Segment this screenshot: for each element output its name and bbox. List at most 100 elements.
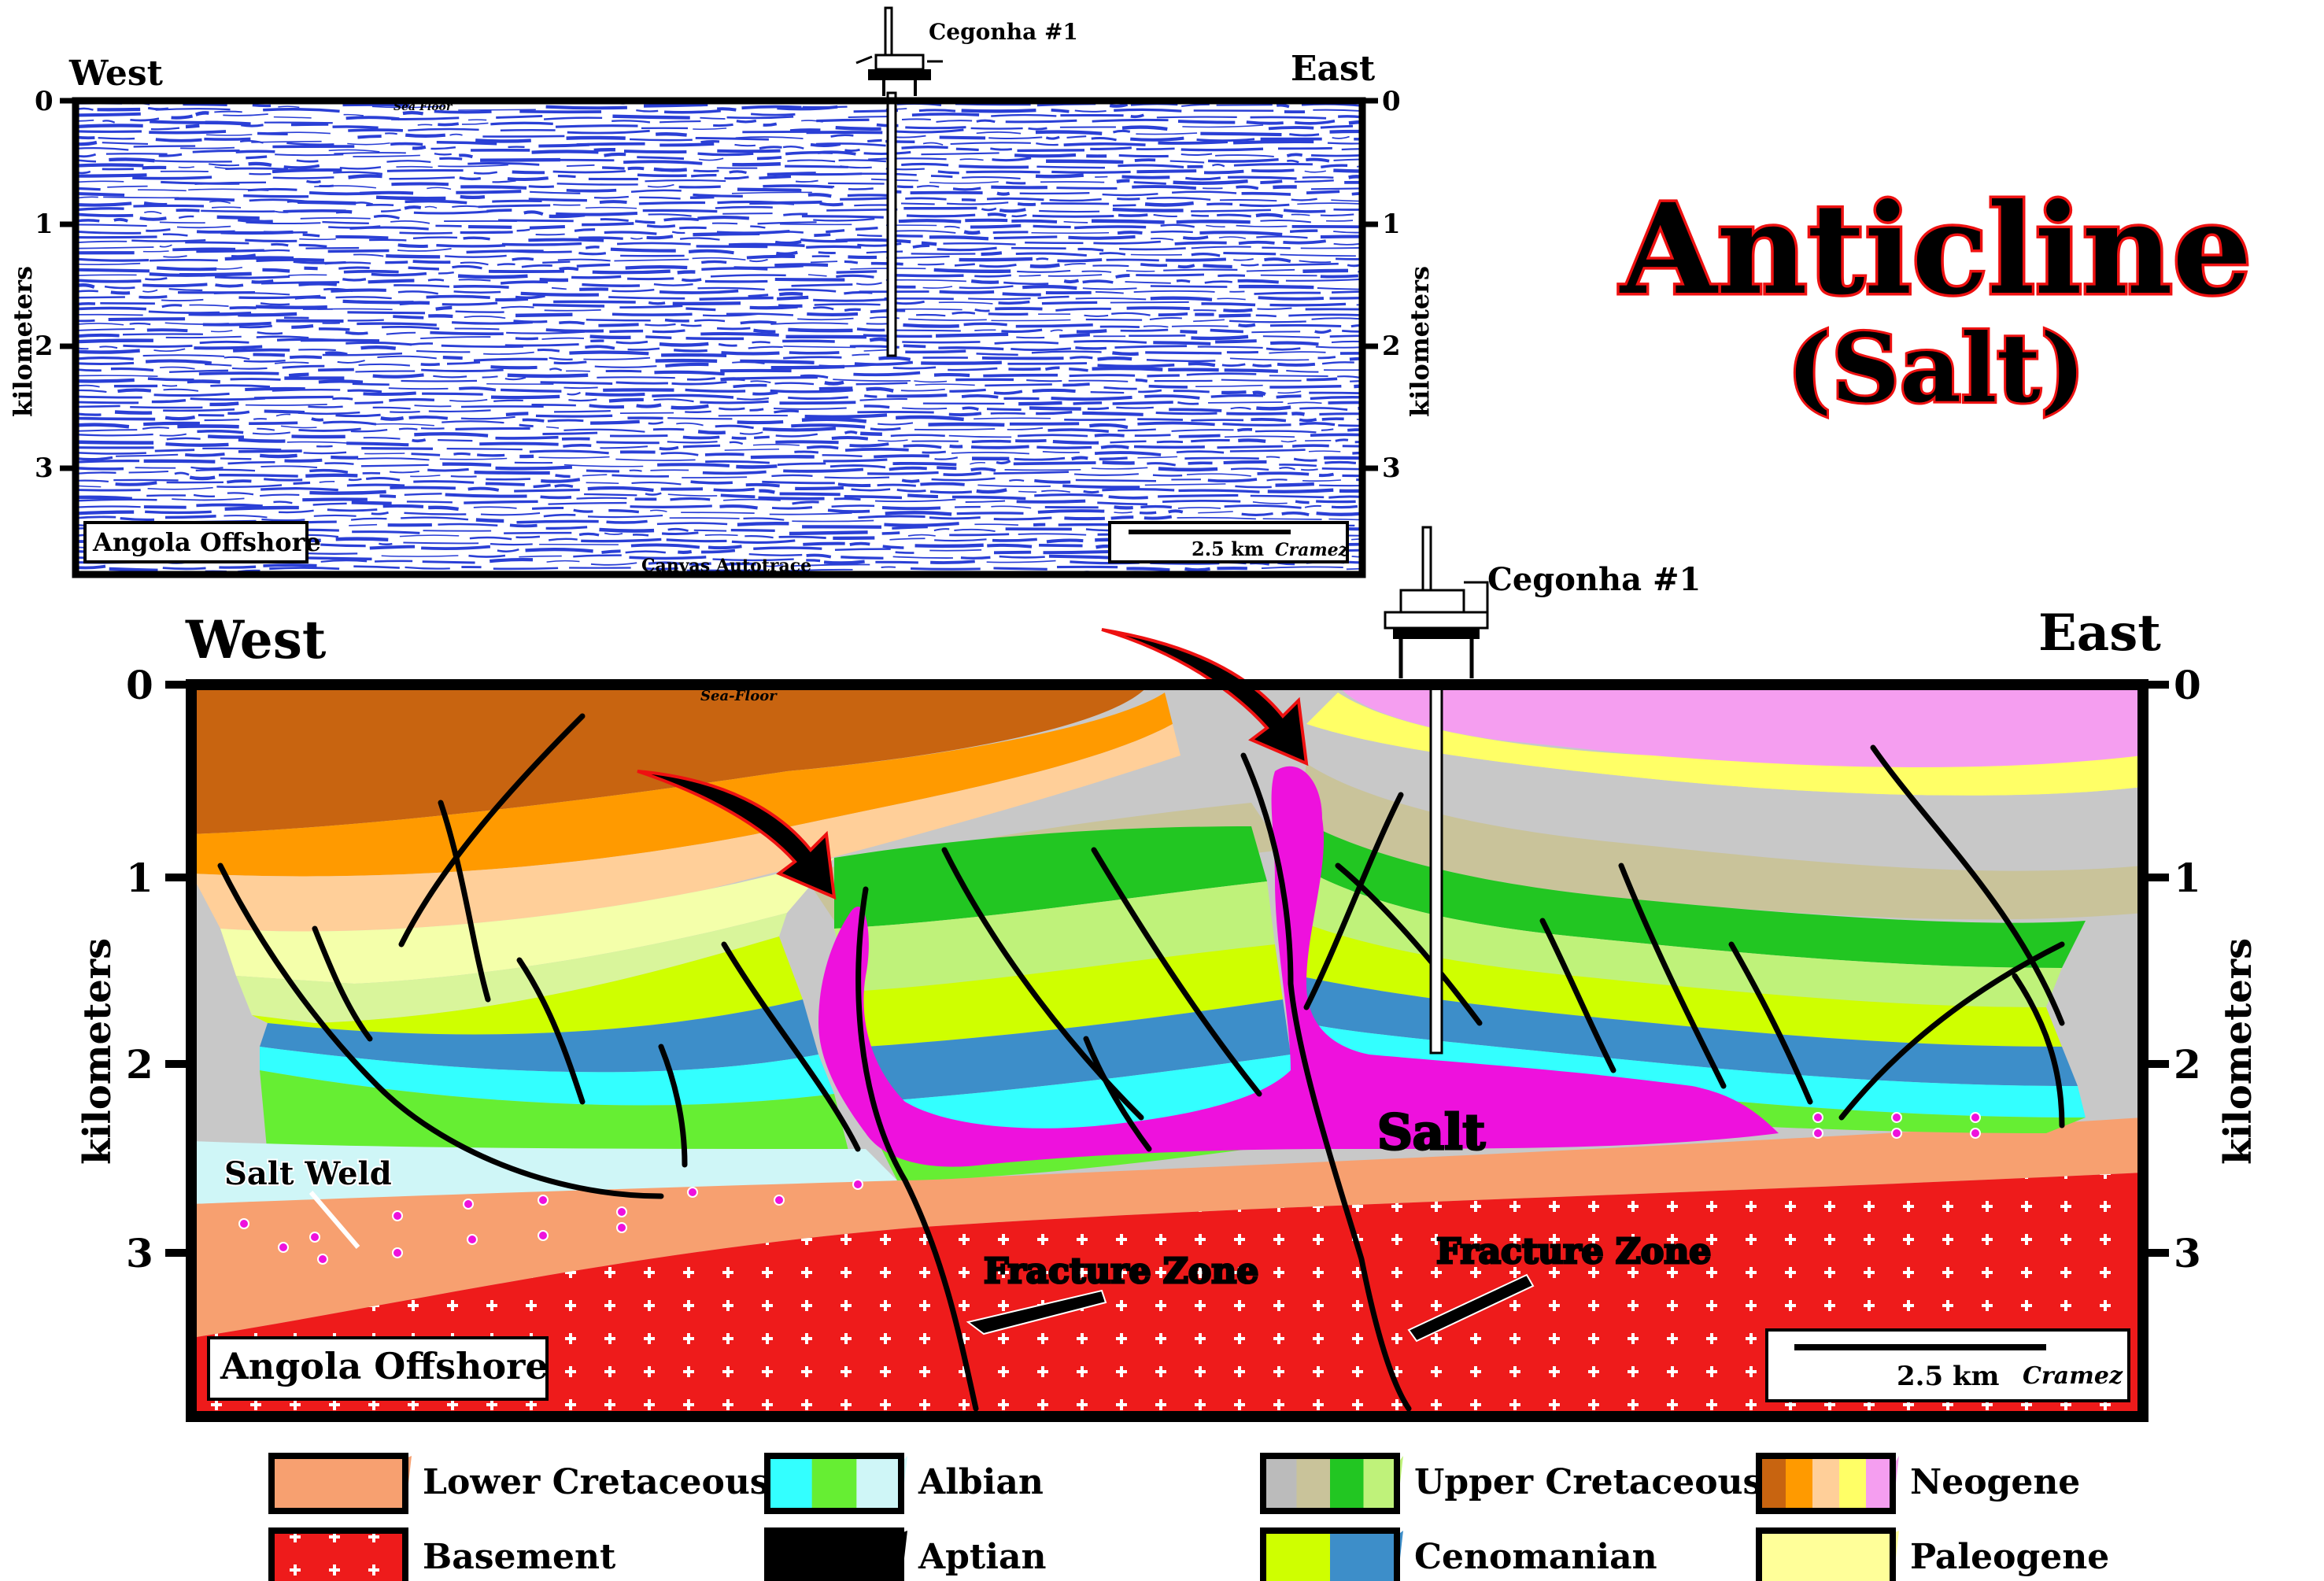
seismic-reflector [669, 517, 740, 519]
seismic-reflector [968, 297, 1031, 301]
seismic-reflector [1069, 374, 1136, 378]
seismic-reflector [569, 350, 649, 356]
seismic-reflector [704, 534, 738, 537]
seismic-reflector [76, 338, 153, 344]
seismic-reflector [196, 249, 264, 253]
seismic-reflector [1184, 456, 1259, 460]
seismic-reflector [647, 183, 674, 188]
seismic-reflector [951, 311, 976, 315]
seismic-reflector [458, 109, 536, 111]
seismic-reflector [1238, 240, 1275, 246]
seismic-reflector [681, 512, 755, 514]
seismic-reflector [858, 515, 926, 519]
seismic-reflector [1071, 456, 1088, 461]
seismic-reflector [412, 145, 427, 150]
seismic-reflector [1238, 323, 1256, 328]
seismic-reflector [358, 363, 410, 367]
seismic-reflector [264, 121, 333, 124]
section-well-label: Cegonha #1 [1487, 561, 1701, 598]
seismic-reflector [833, 497, 861, 501]
seismic-reflector [405, 133, 446, 138]
seismic-reflector [230, 378, 281, 381]
seismic-reflector [343, 113, 364, 116]
seismic-reflector [1036, 411, 1073, 416]
seismic-reflector [1207, 158, 1279, 163]
seismic-reflector [76, 257, 150, 262]
seismic-reflector [1097, 356, 1132, 361]
seismic-reflector [427, 279, 445, 282]
seismic-reflector [144, 211, 162, 215]
seismic-reflector [1005, 119, 1077, 124]
seismic-reflector [420, 336, 491, 340]
seismic-reflector [1269, 375, 1328, 378]
seismic-reflector [461, 122, 489, 125]
seismic-reflector [731, 191, 812, 194]
seismic-reflector [546, 426, 560, 429]
seismic-reflector [719, 407, 745, 411]
seismic-reflector [556, 183, 638, 186]
seismic-reflector [76, 268, 150, 273]
seismic-reflector [990, 147, 1013, 151]
seismic-reflector [110, 367, 154, 372]
seismic-reflector [346, 441, 409, 447]
seismic-reflector [943, 242, 1016, 246]
seismic-reflector [302, 556, 372, 561]
legend-swatch [1759, 1456, 1786, 1511]
seismic-reflector [615, 381, 668, 385]
seismic-reflector [1111, 312, 1151, 316]
seismic-reflector [1136, 147, 1175, 150]
seismic-reflector [722, 562, 756, 567]
seismic-reflector [840, 197, 892, 201]
seismic-reflector [1261, 566, 1343, 570]
seismic-reflector [347, 319, 384, 322]
seismic-reflector [263, 108, 340, 113]
seismic-reflector [142, 289, 158, 293]
seismic-reflector [1264, 257, 1291, 263]
seismic-reflector [775, 440, 839, 445]
seismic-axis-label-left: kilometers [8, 266, 38, 417]
seismic-reflector [775, 433, 818, 438]
seismic-reflector [1280, 440, 1297, 443]
seismic-reflector [777, 105, 838, 111]
seismic-reflector [540, 381, 613, 385]
seismic-reflector [938, 301, 993, 305]
legend-swatch [767, 1456, 813, 1511]
seismic-reflector [547, 419, 584, 423]
section-axis-label-left: kilometers [76, 938, 120, 1165]
seismic-reflector [563, 444, 592, 448]
seismic-reflector [76, 471, 116, 475]
seismic-reflector [501, 242, 582, 246]
arrow-fracture-2 [1407, 1273, 1535, 1343]
seismic-reflector [759, 175, 792, 180]
seismic-reflector [519, 555, 562, 558]
seismic-reflector [783, 467, 864, 473]
seismic-reflector [1349, 560, 1362, 564]
seismic-reflector [1118, 428, 1156, 432]
seismic-reflector [263, 563, 317, 567]
seismic-reflector [971, 439, 1011, 444]
neogene-east-yellow [1306, 693, 2143, 796]
seismic-reflector [1121, 175, 1170, 179]
seismic-reflector [983, 373, 1059, 378]
seismic-reflector [643, 102, 708, 108]
seismic-reflector [1051, 395, 1132, 401]
seismic-reflector [446, 360, 481, 365]
legend-swatch [1839, 1456, 1867, 1511]
seismic-reflector [685, 388, 746, 393]
seismic-reflector [1193, 319, 1225, 323]
seismic-reflector [992, 231, 1029, 235]
seismic-reflector [215, 266, 243, 270]
seismic-reflector [567, 129, 650, 135]
seismic-reflector [385, 132, 397, 135]
seismic-reflector [1158, 493, 1239, 498]
seismic-reflector [76, 212, 134, 217]
seismic-reflector [878, 356, 911, 362]
seismic-reflector [475, 518, 504, 523]
seismic-reflector [1313, 109, 1362, 112]
seismic-reflector [369, 238, 407, 242]
seismic-reflector [1331, 504, 1358, 509]
seismic-reflector [856, 234, 882, 237]
seismic-reflector [289, 355, 323, 360]
seismic-reflector [1324, 460, 1357, 464]
seismic-reflector [178, 215, 194, 220]
